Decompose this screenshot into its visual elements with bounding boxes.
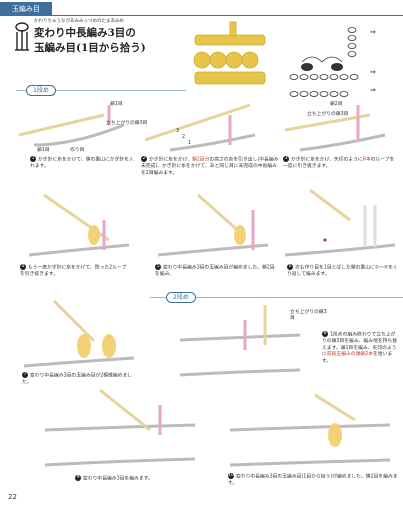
symbol-icon	[15, 22, 29, 51]
symbol-chart: ⇒ ⇒ ⇒	[289, 27, 376, 97]
label-num1: 1	[188, 141, 192, 146]
step1-illustration	[18, 105, 125, 147]
arrow-label-1: ⇒	[370, 28, 376, 36]
step4-illustration	[28, 193, 130, 257]
sample-photo	[190, 20, 275, 95]
header-rule	[52, 15, 403, 16]
label-chain1b: 鎖1目	[37, 148, 50, 153]
row1-divider	[16, 90, 186, 91]
caption-highlight: 鎖2目分	[191, 157, 210, 163]
label-standup: 立ち上がりの鎖3目	[106, 121, 148, 126]
label-chain1: 鎖1目	[110, 102, 123, 107]
page-title-line1: 変わり中長編み3目の	[34, 27, 136, 39]
title-ruby: かわりちゅうながあみみっつめのたまあみめ	[34, 19, 124, 24]
step8-illustration	[179, 305, 301, 377]
label-chain2: 鎖2目	[330, 102, 343, 107]
section-tab: 玉編み目	[0, 2, 52, 16]
step2-illustration	[144, 103, 256, 152]
step3-illustration	[284, 105, 386, 152]
label-foundation: 作り目	[70, 148, 85, 153]
page-title-line2: 玉編み目(1目から拾う)	[34, 42, 146, 54]
page-number: 22	[8, 493, 17, 501]
step9-illustration	[44, 388, 196, 467]
row2-pill: 2段め	[166, 292, 196, 303]
arrow-label-3: ⇒	[370, 86, 376, 94]
step10-illustration	[229, 393, 391, 467]
label-num3: 3	[176, 129, 180, 134]
step6-illustration	[284, 188, 396, 257]
step5-illustration	[157, 193, 269, 257]
label-standup-row2: 立ち上がりの鎖3目	[290, 310, 327, 321]
label-num2: 2	[182, 135, 186, 140]
caption-highlight: 前段玉編みの頭鎖2本	[326, 352, 374, 358]
row1-pill: 1段め	[26, 85, 56, 96]
row2-divider	[150, 297, 403, 298]
step7-illustration	[23, 299, 135, 368]
caption-highlight: 6本	[362, 157, 371, 163]
arrow-label-2: ⇒	[370, 68, 376, 76]
label-standup-short: 立ち上がりの鎖3目	[307, 112, 349, 117]
